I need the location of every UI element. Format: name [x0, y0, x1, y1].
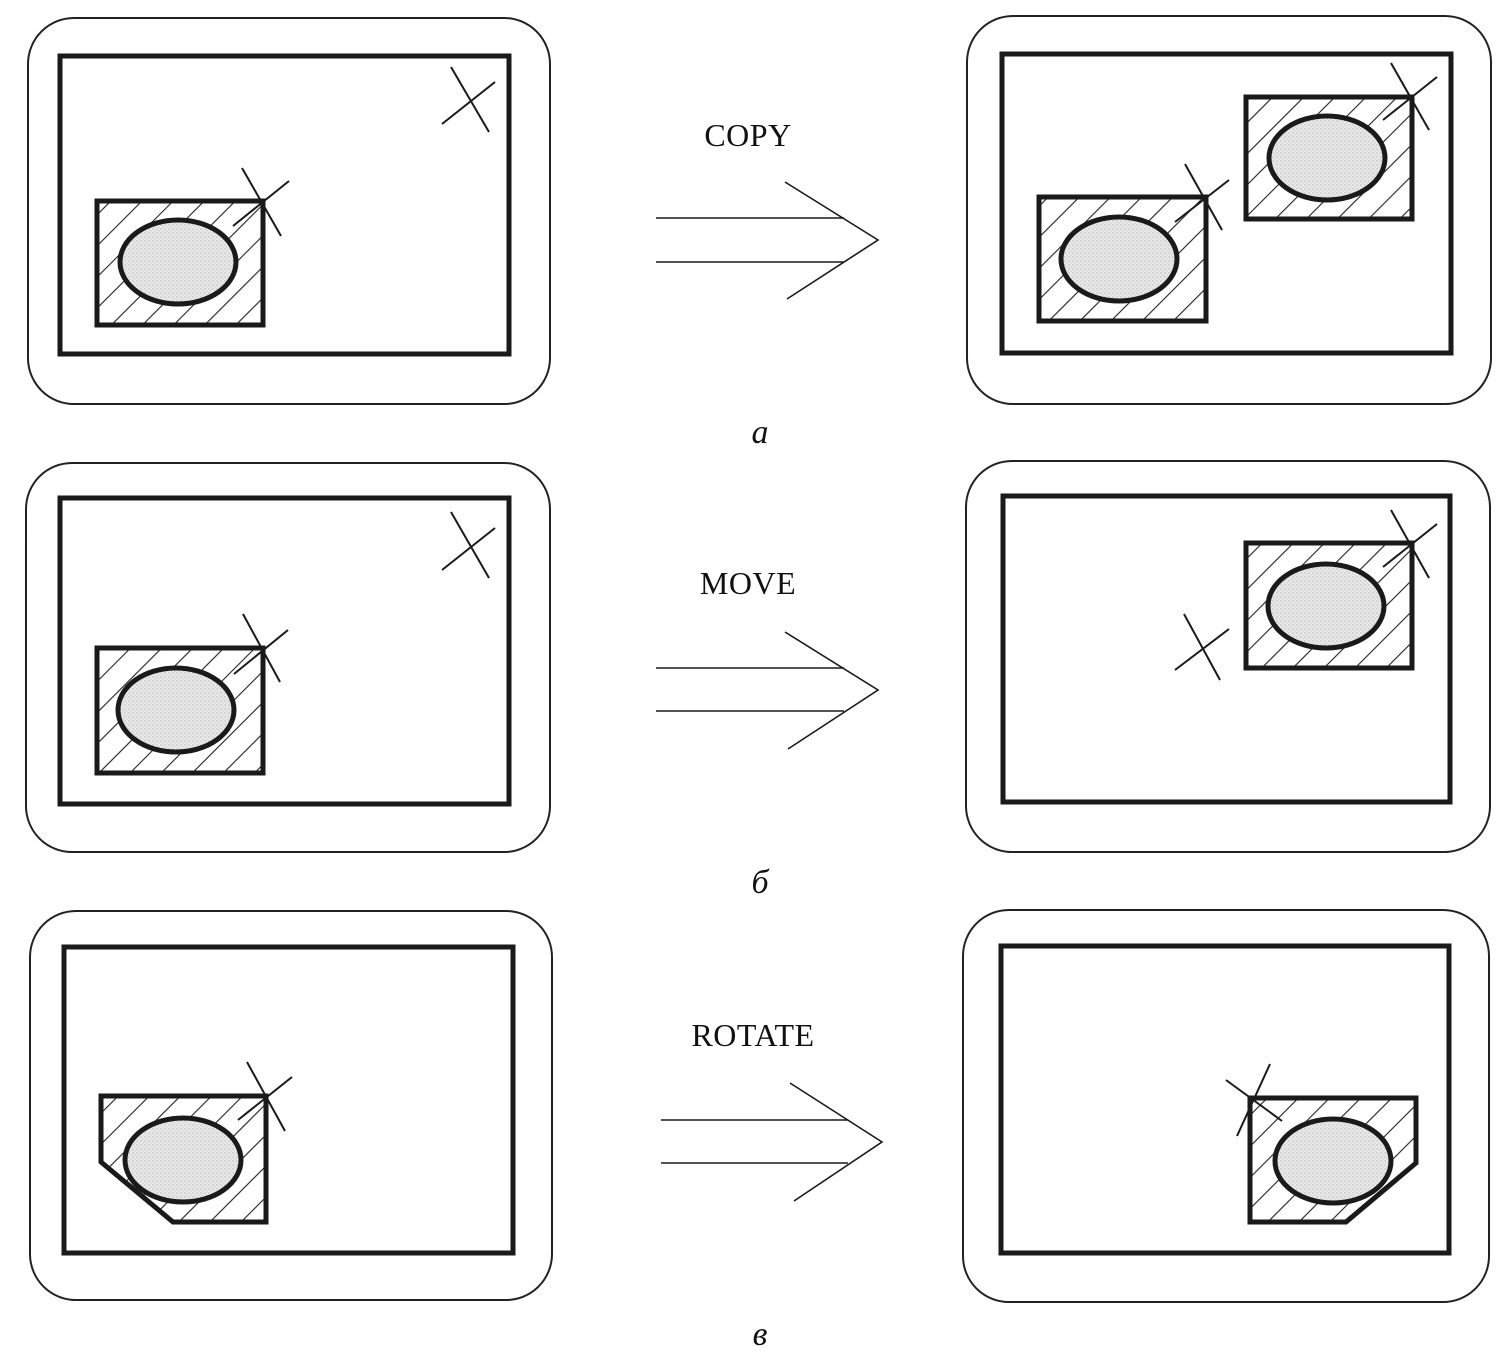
caption-c: в [753, 1316, 768, 1353]
base-point-marker-icon [237, 1061, 293, 1132]
original-part-object [1036, 194, 1209, 324]
base-point-marker-icon [1174, 613, 1230, 681]
row-move: MOVE б [25, 460, 1491, 901]
part-object [98, 1093, 269, 1225]
target-point-marker-icon [441, 511, 496, 579]
hole-ellipse [117, 217, 239, 307]
hole-ellipse [1266, 113, 1388, 203]
base-point-marker-icon [1225, 1063, 1283, 1137]
hole-ellipse [115, 665, 237, 755]
double-line-arrow-icon [661, 1082, 884, 1202]
part-object [94, 645, 266, 776]
hole-ellipse [122, 1115, 244, 1205]
hole-ellipse [1272, 1116, 1394, 1206]
caption-a: а [752, 414, 769, 451]
double-line-arrow-icon [656, 181, 880, 300]
base-point-marker-icon [232, 167, 290, 237]
target-point-marker-icon [441, 66, 496, 133]
base-point-marker-icon [1174, 163, 1230, 231]
hole-ellipse [1058, 214, 1180, 304]
part-object [94, 198, 266, 328]
base-point-marker-icon [233, 613, 289, 683]
screen-after-rotate [962, 909, 1490, 1303]
moved-part-object [1243, 540, 1415, 671]
caption-b: б [751, 864, 770, 901]
copied-part-object [1243, 94, 1415, 222]
screen-after-move [965, 460, 1491, 853]
target-point-marker-icon [1382, 509, 1438, 579]
screen-before-copy [27, 17, 551, 405]
hole-ellipse [1265, 561, 1387, 651]
row-copy: COPY а [27, 15, 1492, 451]
screen-after-copy [966, 15, 1492, 405]
operation-label-copy: COPY [704, 117, 791, 153]
operation-label-move: MOVE [700, 565, 796, 601]
double-line-arrow-icon [656, 631, 880, 750]
screen-before-move [25, 462, 551, 853]
row-rotate: ROTATE в [29, 909, 1490, 1353]
screen-before-rotate [29, 910, 553, 1301]
operation-label-rotate: ROTATE [691, 1017, 814, 1053]
target-point-marker-icon [1382, 62, 1438, 131]
rotated-part-object [1247, 1095, 1419, 1225]
